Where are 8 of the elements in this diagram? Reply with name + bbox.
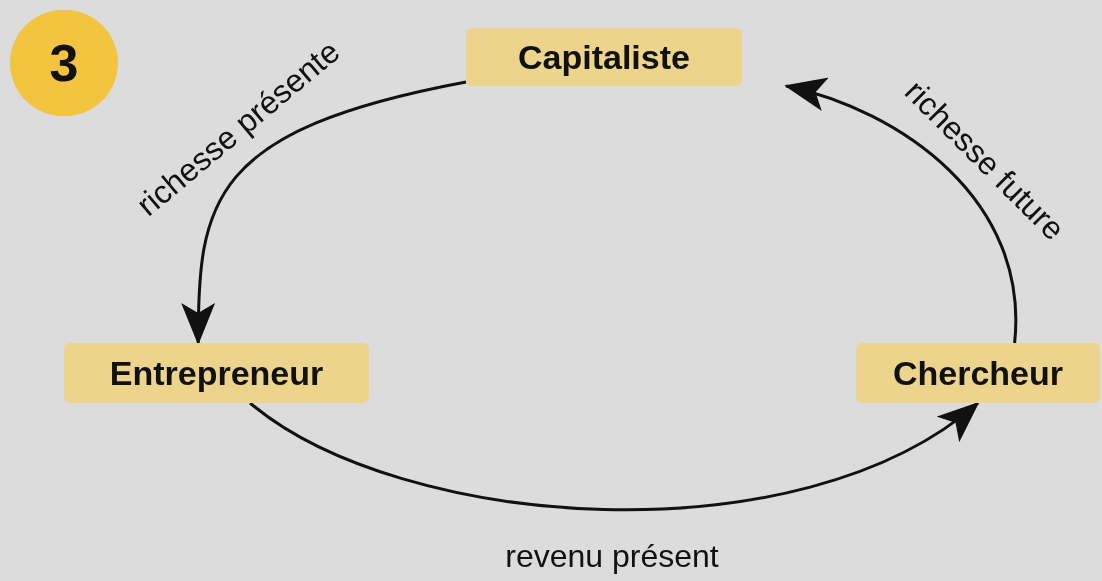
curved-arrow xyxy=(249,401,980,511)
number-badge: 3 xyxy=(10,10,118,116)
node-box: Capitaliste xyxy=(466,28,742,86)
curved-arrow xyxy=(181,80,467,345)
node-box: Entrepreneur xyxy=(64,343,369,403)
curved-arrow xyxy=(784,79,1017,344)
node-box: Chercheur xyxy=(856,343,1100,403)
edge-label: revenu présent xyxy=(505,537,719,576)
